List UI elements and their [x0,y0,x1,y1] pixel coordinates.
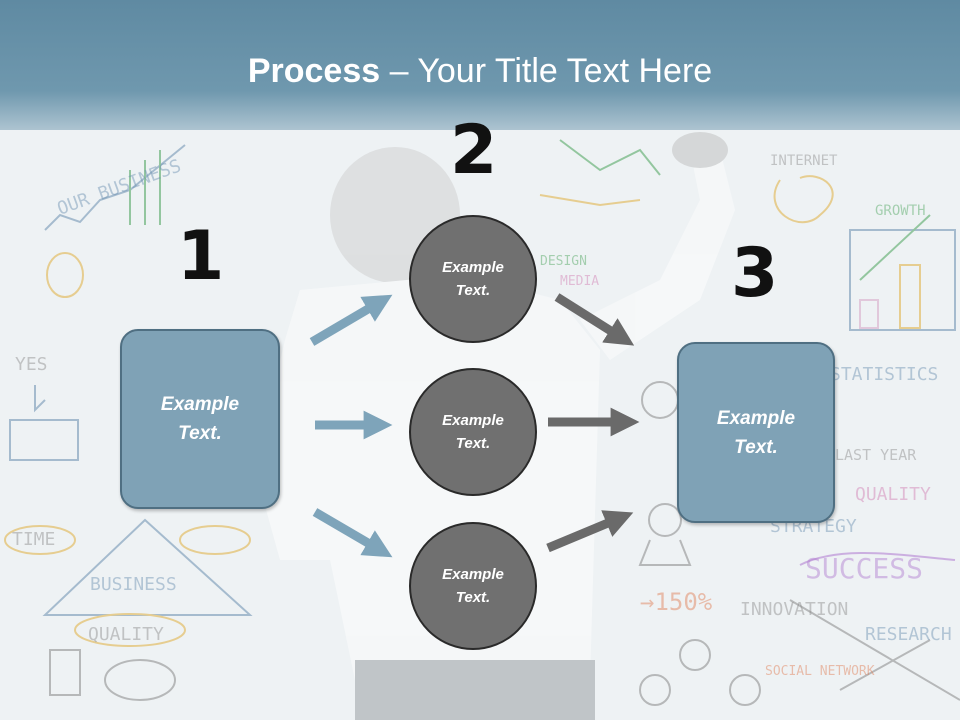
step-2-circle-top[interactable]: Example Text. [409,215,537,343]
svg-text:INNOVATION: INNOVATION [740,599,848,620]
svg-text:SOCIAL NETWORK: SOCIAL NETWORK [765,664,875,679]
circle-top-line2: Text. [455,282,491,299]
svg-text:GROWTH: GROWTH [875,203,926,219]
circle-bottom-line2: Text. [455,589,491,606]
circle-bottom-line1: Example [442,566,504,583]
svg-text:YES: YES [15,354,48,375]
arrow-circle3-to-box3 [546,510,634,553]
svg-text:STATISTICS: STATISTICS [830,364,938,385]
arrow-box1-to-circle3 [312,508,393,558]
title-bar [0,0,960,130]
step-number-2: 2 [450,111,498,190]
step-2-circle-bottom[interactable]: Example Text. [409,522,537,650]
svg-text:BUSINESS: BUSINESS [90,574,177,595]
slide-title: Process – Your Title Text Here [0,52,960,91]
circle-middle-line1: Example [442,412,504,429]
step-1-line1: Example [160,394,240,415]
svg-text:SUCCESS: SUCCESS [805,552,923,585]
step-3-line2: Text. [734,436,778,458]
svg-text:TIME: TIME [12,529,55,550]
svg-text:MEDIA: MEDIA [560,274,599,289]
svg-text:DESIGN: DESIGN [540,254,587,269]
svg-text:INTERNET: INTERNET [770,153,838,169]
arrow-box1-to-circle1 [309,294,393,346]
title-bold: Process [247,52,381,90]
circle-top-line1: Example [442,259,504,276]
step-3-line1: Example [716,407,796,429]
svg-text:QUALITY: QUALITY [855,484,931,505]
step-number-1: 1 [177,217,225,296]
step-1-line2: Text. [178,423,222,444]
svg-text:RESEARCH: RESEARCH [865,624,952,645]
step-2-circle-middle[interactable]: Example Text. [409,368,537,496]
svg-text:LAST YEAR: LAST YEAR [835,446,917,464]
svg-text:QUALITY: QUALITY [88,624,164,645]
step-number-3: 3 [731,234,779,313]
arrow-circle1-to-box3 [554,293,635,346]
circle-middle-line2: Text. [455,435,491,452]
svg-text:→150%: →150% [640,588,713,616]
title-rest: – Your Title Text Here [380,52,713,90]
